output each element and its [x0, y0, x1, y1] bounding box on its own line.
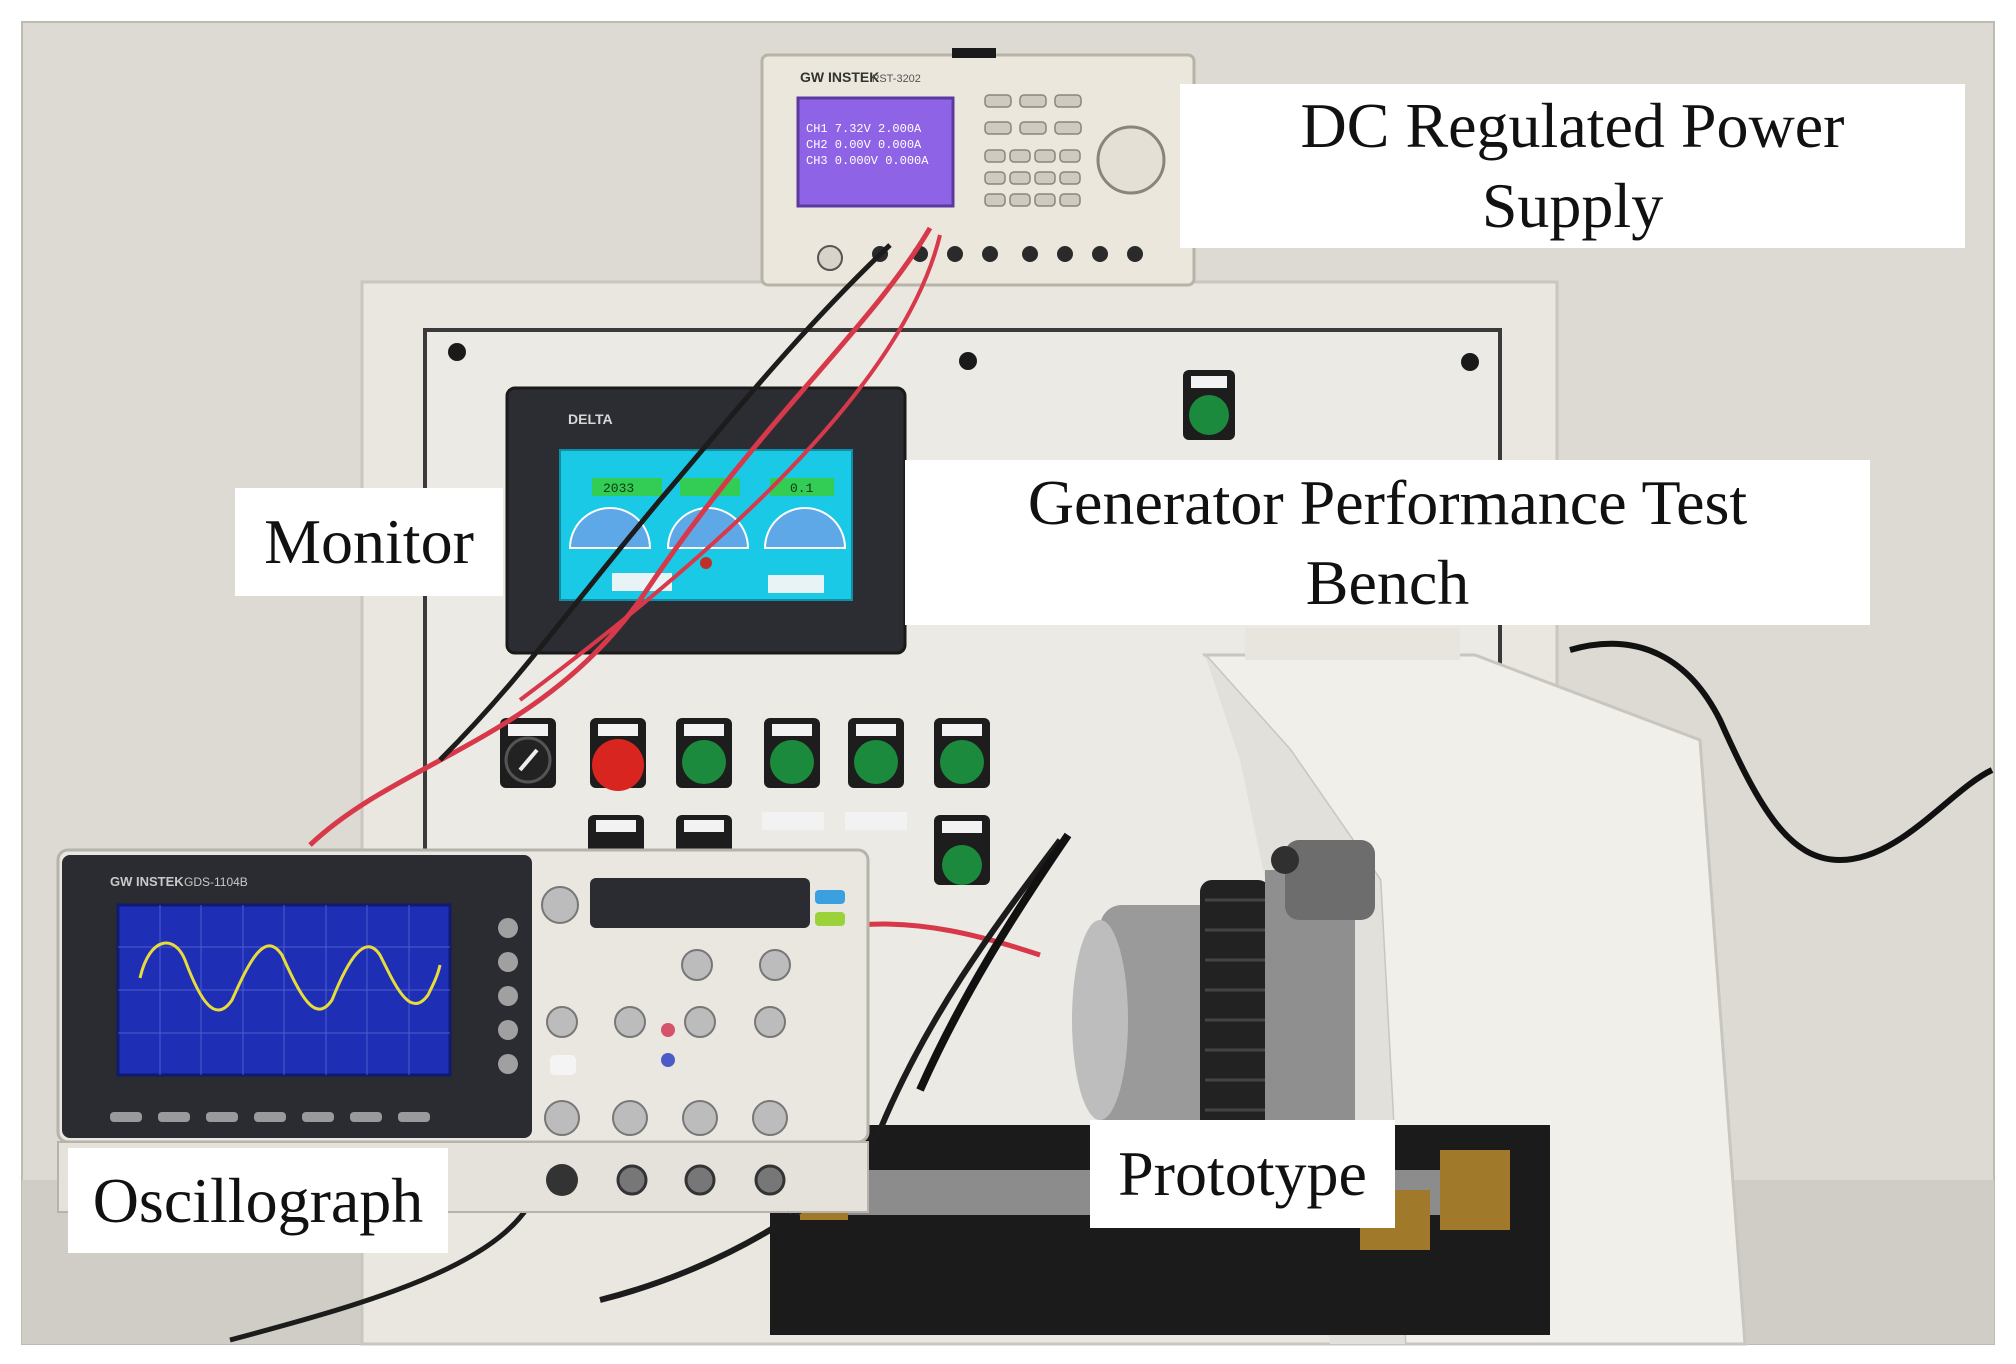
psu-knob: [1096, 125, 1166, 195]
label-monitor-text: Monitor: [264, 506, 474, 577]
red-wire-3: [859, 921, 1041, 958]
indicator-button-top: [1183, 370, 1235, 440]
red-wire-1: [308, 226, 933, 847]
psu-ch2: CH2 0.00V 0.000A: [806, 138, 922, 152]
label-prototype: Prototype: [1090, 1120, 1395, 1228]
probe-lead: [916, 832, 1072, 1092]
hmi-brand: DELTA: [568, 411, 613, 427]
black-wire-2: [599, 838, 1063, 1303]
dc-power-supply: GW INSTEK PST-3202 CH1 7.32V 2.000A CH2 …: [760, 48, 1196, 287]
scope-brand: GW INSTEK: [110, 874, 184, 889]
hmi-value-left: 2033: [603, 481, 634, 496]
label-dc-power-supply-text: DC Regulated Power Supply: [1300, 90, 1845, 241]
hmi-value-right: 0.1: [790, 481, 814, 496]
black-wire-1: [438, 243, 892, 762]
scope-sine-trace: [138, 941, 442, 1012]
label-monitor: Monitor: [235, 488, 503, 596]
psu-brand: GW INSTEK: [800, 69, 879, 85]
psu-screen: [796, 96, 955, 208]
scope-model: GDS-1104B: [184, 875, 248, 889]
label-oscillograph-text: Oscillograph: [92, 1164, 424, 1236]
panel-button-row: [500, 718, 990, 885]
hmi-monitor: DELTA 2033 0.1: [505, 386, 907, 655]
oscilloscope: GW INSTEK GDS-1104B: [56, 848, 870, 1213]
prototype-generator: [1072, 840, 1375, 1150]
psu-model: PST-3202: [872, 73, 921, 85]
psu-ch1: CH1 7.32V 2.000A: [806, 122, 922, 136]
label-oscillograph: Oscillograph: [68, 1148, 448, 1253]
label-dc-power-supply: DC Regulated Power Supply: [1180, 84, 1965, 248]
psu-ch3: CH3 0.000V 0.000A: [806, 154, 929, 168]
label-prototype-text: Prototype: [1118, 1138, 1367, 1209]
power-cable-right: [1569, 640, 1994, 864]
label-test-bench: Generator Performance Test Bench: [905, 460, 1870, 625]
red-wire-2: [518, 234, 942, 702]
label-test-bench-text: Generator Performance Test Bench: [1027, 466, 1748, 618]
